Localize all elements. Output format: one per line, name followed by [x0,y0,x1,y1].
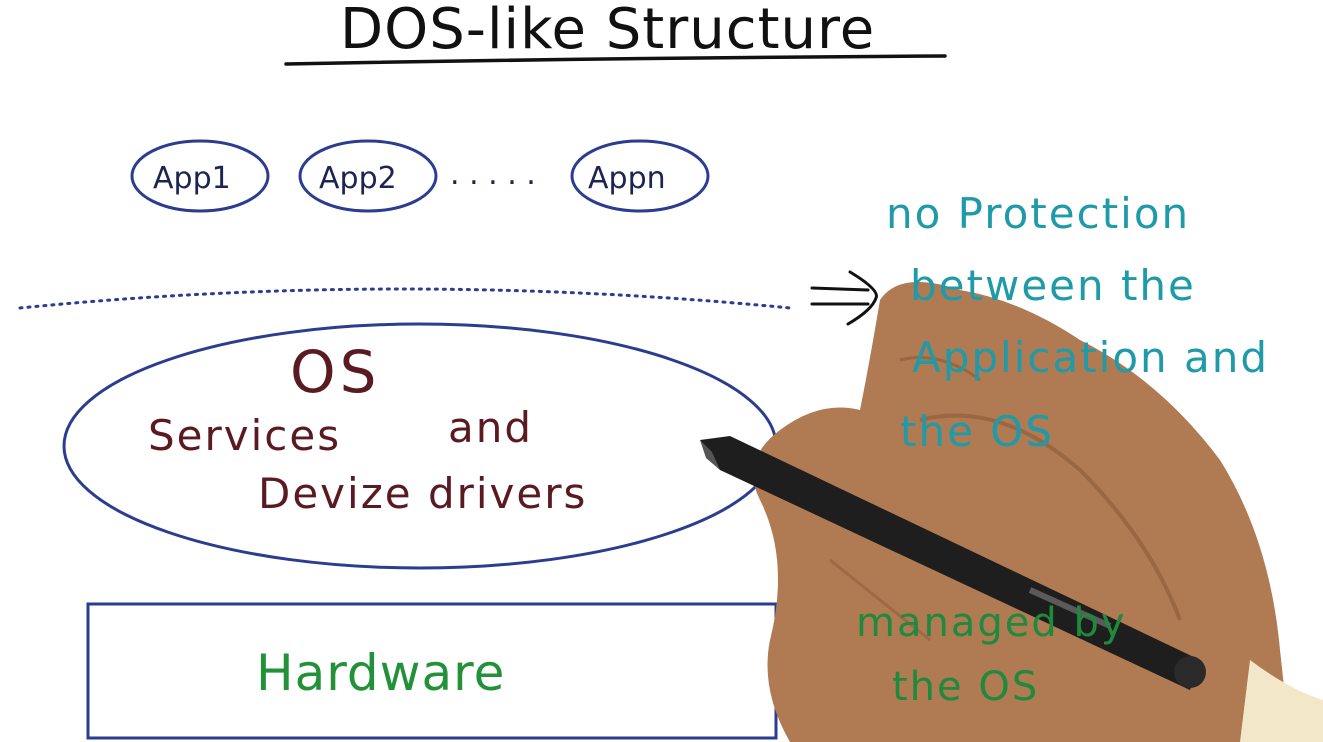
managed-note-line: managed by [856,600,1127,646]
protection-note-line: no Protection [886,189,1190,238]
title-underline [284,54,947,66]
os-title: OS [290,338,380,406]
os-and-label: and [448,403,533,452]
app-bubble-1: App1 [130,139,270,213]
protection-note: no Protection between the Application an… [886,189,1269,456]
os-services-label: Services [148,411,341,460]
app-bubble-n: Appn [570,139,710,213]
diagram-title: DOS-like Structure [340,0,875,62]
user-kernel-separator [18,287,792,310]
app-label: Appn [588,161,666,196]
pen-icon [700,436,1206,690]
protection-note-line: between the [910,261,1196,310]
managed-note-line: the OS [892,664,1039,710]
hardware-block: Hardware [86,602,778,740]
hardware-label: Hardware [256,644,505,702]
app-label: App2 [319,161,397,196]
os-block: OS Services and Devize drivers [62,322,778,570]
managed-note: managed by the OS [856,600,1127,710]
app-label: App1 [153,161,231,196]
app-bubble-2: App2 [298,139,438,213]
os-drivers-label: Devize drivers [258,469,587,518]
presenter-hand-illustration [700,282,1323,742]
protection-arrow-icon [810,270,878,326]
protection-note-line: the OS [900,407,1054,456]
protection-note-line: Application and [912,333,1269,382]
app-ellipsis: . . . . . [450,157,536,192]
